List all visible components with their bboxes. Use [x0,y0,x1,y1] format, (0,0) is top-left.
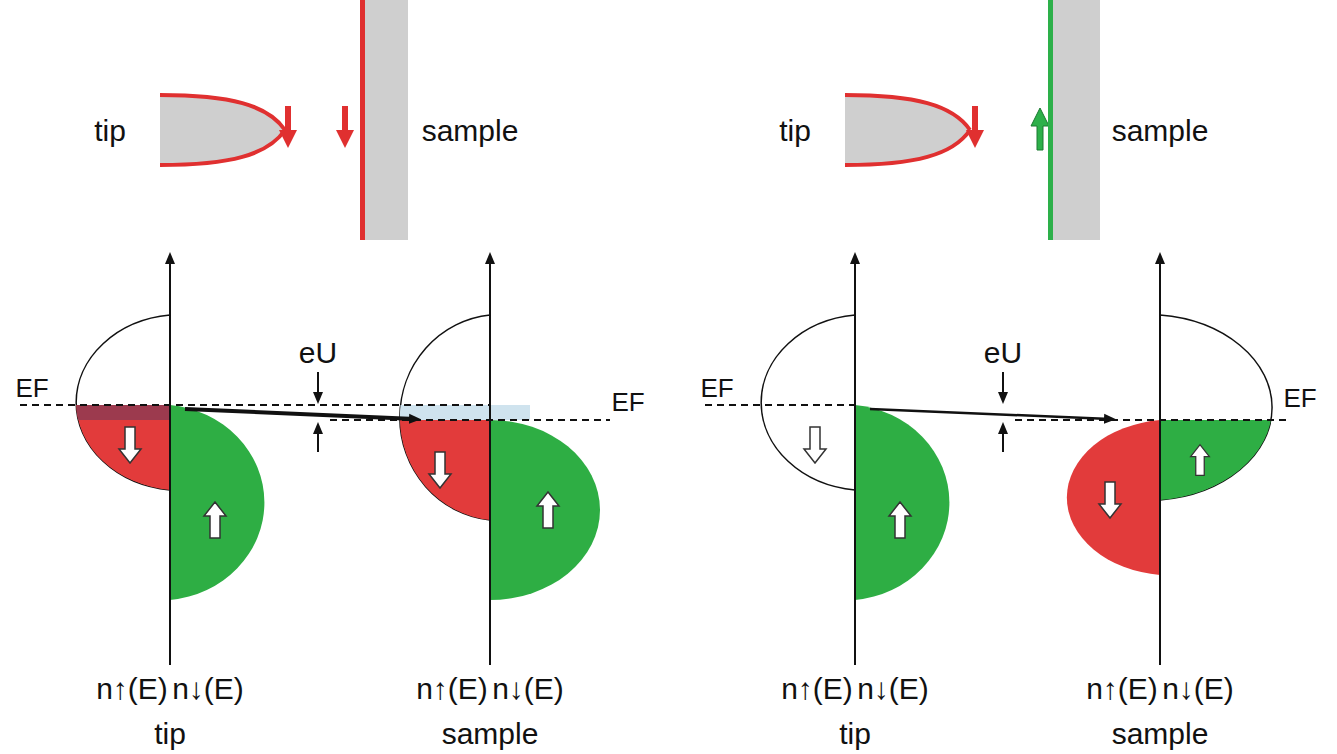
label: tip [839,717,871,750]
label: n↑(E) [416,672,488,705]
label: n↑(E) [781,672,853,705]
tip-sample-antiparallel [845,0,1100,240]
label: EF [1283,384,1316,413]
label: eU [984,336,1022,369]
label: n↓(E) [492,672,564,705]
label: n↑(E) [1086,672,1158,705]
label: sample [1112,114,1209,147]
energy-levels-right [705,372,1290,452]
label: EF [15,374,48,403]
label: sample [422,114,519,147]
tip-dos-left [76,258,264,665]
label: n↓(E) [1162,672,1234,705]
label: eU [299,336,337,369]
label: tip [779,114,811,147]
label: n↓(E) [857,672,929,705]
label: sample [1112,717,1209,750]
label: sample [442,717,539,750]
tip-sample-parallel [160,0,408,240]
energy-levels-left [20,372,610,452]
label: n↓(E) [172,672,244,705]
label: EF [700,374,733,403]
sample-dos-right [1067,258,1272,665]
label: tip [94,114,126,147]
sample-dos-left [400,258,600,665]
tip-dos-right [761,258,949,665]
label: EF [611,388,644,417]
label: tip [154,717,186,750]
label: n↑(E) [96,672,168,705]
